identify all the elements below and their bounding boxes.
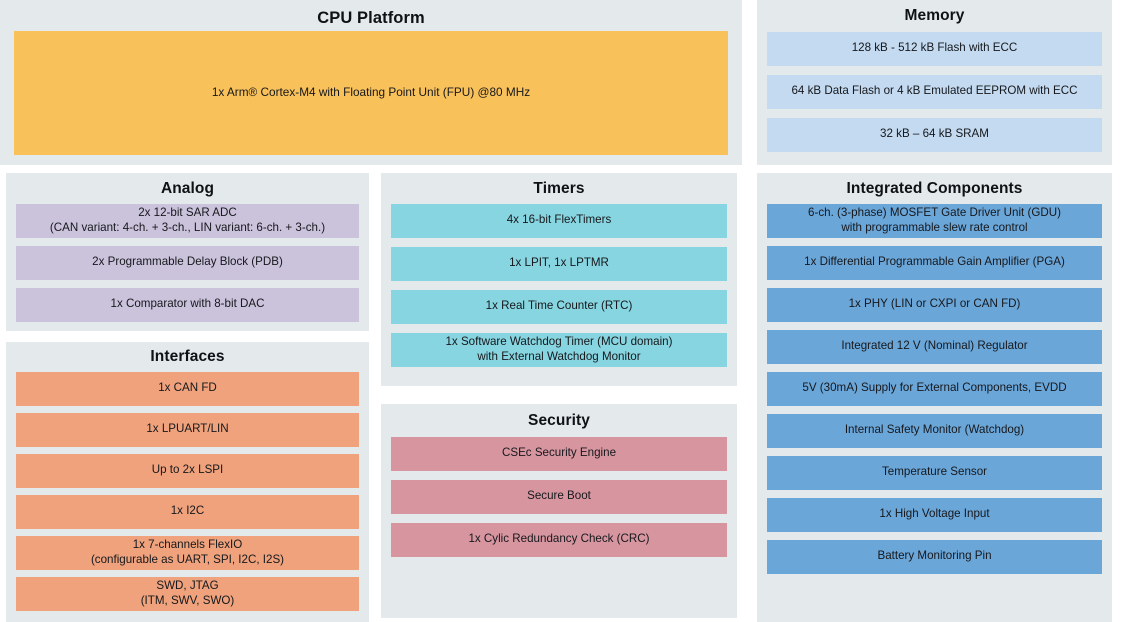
block-line: Integrated 12 V (Nominal) Regulator [841, 339, 1028, 353]
block-line: with External Watchdog Monitor [477, 349, 641, 363]
block-line: 6-ch. (3-phase) MOSFET Gate Driver Unit … [808, 206, 1061, 220]
block-line: with programmable slew rate control [841, 220, 1028, 234]
block-memory-sram: 32 kB – 64 kB SRAM [767, 117, 1102, 152]
block-cpu-core: 1x Arm® Cortex-M4 with Floating Point Un… [14, 31, 728, 155]
panel-title-analog: Analog [160, 180, 215, 197]
panel-cpu-platform: CPU Platform 1x Arm® Cortex-M4 with Floa… [0, 0, 742, 165]
block-line: 1x Arm® Cortex-M4 with [211, 85, 340, 100]
block-line: Temperature Sensor [881, 465, 988, 479]
security-block-list: CSEc Security Engine Secure Boot 1x Cyli… [391, 436, 727, 557]
block-text: 1x 7-channels FlexIO (configurable as UA… [91, 538, 284, 566]
block-line: 1x 7-channels FlexIO [132, 538, 243, 552]
panel-title-memory: Memory [904, 7, 965, 24]
panel-interfaces: Interfaces 1x CAN FD 1x LPUART/LIN Up to… [6, 342, 369, 622]
block-line: 1x Cylic Redundancy Check (CRC) [468, 532, 650, 546]
block-line: 4x 16-bit FlexTimers [506, 213, 612, 227]
block-text: 6-ch. (3-phase) MOSFET Gate Driver Unit … [808, 206, 1061, 234]
block-line: 2x 12-bit SAR ADC [138, 206, 237, 220]
block-line: Internal Safety Monitor (Watchdog) [844, 423, 1025, 437]
block-line: SWD, JTAG [156, 579, 219, 593]
block-line: (configurable as UART, SPI, I2C, I2S) [90, 552, 285, 566]
interfaces-block-list: 1x CAN FD 1x LPUART/LIN Up to 2x LSPI 1x… [16, 371, 359, 611]
analog-block-list: 2x 12-bit SAR ADC (CAN variant: 4-ch. + … [16, 203, 359, 322]
block-integrated-gdu: 6-ch. (3-phase) MOSFET Gate Driver Unit … [767, 203, 1102, 238]
block-line: 1x CAN FD [158, 381, 217, 395]
block-analog-comparator-dac: 1x Comparator with 8-bit DAC [16, 287, 359, 322]
block-line: 1x LPUART/LIN [146, 422, 229, 436]
block-interface-i2c: 1x I2C [16, 494, 359, 529]
block-line: 32 kB – 64 kB SRAM [880, 127, 989, 141]
block-integrated-regulator: Integrated 12 V (Nominal) Regulator [767, 329, 1102, 364]
block-line: Up to 2x LSPI [151, 463, 224, 477]
panel-title-security: Security [528, 412, 590, 429]
block-integrated-battery-monitoring-pin: Battery Monitoring Pin [767, 539, 1102, 574]
panel-title-interfaces: Interfaces [150, 348, 225, 365]
block-memory-flash: 128 kB - 512 kB Flash with ECC [767, 31, 1102, 66]
panel-integrated-components: Integrated Components 6-ch. (3-phase) MO… [757, 173, 1112, 622]
block-line: 64 kB Data Flash or 4 kB Emulated EEPROM… [791, 84, 1078, 98]
block-line: (CAN variant: 4-ch. + 3-ch., LIN variant… [49, 220, 326, 234]
block-interface-flexio: 1x 7-channels FlexIO (configurable as UA… [16, 535, 359, 570]
block-timer-rtc: 1x Real Time Counter (RTC) [391, 289, 727, 324]
panel-title-integrated-components: Integrated Components [846, 180, 1023, 197]
panel-timers: Timers 4x 16-bit FlexTimers 1x LPIT, 1x … [381, 173, 737, 386]
block-security-secure-boot: Secure Boot [391, 479, 727, 514]
block-line: 1x PHY (LIN or CXPI or CAN FD) [848, 297, 1021, 311]
panel-analog: Analog 2x 12-bit SAR ADC (CAN variant: 4… [6, 173, 369, 331]
block-line: 1x I2C [170, 504, 205, 518]
block-analog-pdb: 2x Programmable Delay Block (PDB) [16, 245, 359, 280]
panel-memory: Memory 128 kB - 512 kB Flash with ECC 64… [757, 0, 1112, 165]
block-interface-lspi: Up to 2x LSPI [16, 453, 359, 488]
block-interface-can-fd: 1x CAN FD [16, 371, 359, 406]
block-cpu-core-text: 1x Arm® Cortex-M4 with Floating Point Un… [212, 85, 530, 100]
block-integrated-evdd-supply: 5V (30mA) Supply for External Components… [767, 371, 1102, 406]
block-text: SWD, JTAG (ITM, SWV, SWO) [141, 579, 235, 607]
block-timer-watchdog: 1x Software Watchdog Timer (MCU domain) … [391, 332, 727, 367]
block-integrated-pga: 1x Differential Programmable Gain Amplif… [767, 245, 1102, 280]
block-line: 1x Software Watchdog Timer (MCU domain) [445, 335, 673, 349]
block-timer-lpit-lptmr: 1x LPIT, 1x LPTMR [391, 246, 727, 281]
block-line: 2x Programmable Delay Block (PDB) [92, 255, 283, 269]
block-timer-flextimers: 4x 16-bit FlexTimers [391, 203, 727, 238]
block-line: 1x Comparator with 8-bit DAC [110, 297, 265, 311]
block-line: Battery Monitoring Pin [877, 549, 992, 563]
panel-title-timers: Timers [533, 180, 585, 197]
block-integrated-high-voltage-input: 1x High Voltage Input [767, 497, 1102, 532]
integrated-block-list: 6-ch. (3-phase) MOSFET Gate Driver Unit … [767, 203, 1102, 574]
block-line: CSEc Security Engine [501, 446, 617, 460]
block-line: Floating Point Unit (FPU) @80 MHz [343, 85, 531, 100]
block-interface-lpuart-lin: 1x LPUART/LIN [16, 412, 359, 447]
block-memory-data-flash-eeprom: 64 kB Data Flash or 4 kB Emulated EEPROM… [767, 74, 1102, 109]
block-text: 2x 12-bit SAR ADC (CAN variant: 4-ch. + … [50, 206, 325, 234]
block-line: 1x Differential Programmable Gain Amplif… [804, 255, 1065, 269]
block-security-csec-engine: CSEc Security Engine [391, 436, 727, 471]
panel-title-cpu-platform: CPU Platform [317, 9, 425, 27]
timers-block-list: 4x 16-bit FlexTimers 1x LPIT, 1x LPTMR 1… [391, 203, 727, 367]
block-line: 1x LPIT, 1x LPTMR [509, 256, 609, 270]
memory-block-list: 128 kB - 512 kB Flash with ECC 64 kB Dat… [767, 31, 1102, 152]
block-integrated-temperature-sensor: Temperature Sensor [767, 455, 1102, 490]
block-line: (ITM, SWV, SWO) [140, 593, 235, 607]
block-line: 1x High Voltage Input [879, 507, 990, 521]
block-line: 5V (30mA) Supply for External Components… [802, 381, 1067, 395]
block-integrated-phy: 1x PHY (LIN or CXPI or CAN FD) [767, 287, 1102, 322]
block-line: 128 kB - 512 kB Flash with ECC [851, 41, 1018, 55]
block-line: Secure Boot [527, 489, 591, 503]
panel-security: Security CSEc Security Engine Secure Boo… [381, 404, 737, 618]
block-integrated-safety-monitor: Internal Safety Monitor (Watchdog) [767, 413, 1102, 448]
block-line: 1x Real Time Counter (RTC) [485, 299, 633, 313]
block-interface-swd-jtag: SWD, JTAG (ITM, SWV, SWO) [16, 576, 359, 611]
block-security-crc: 1x Cylic Redundancy Check (CRC) [391, 522, 727, 557]
block-analog-sar-adc: 2x 12-bit SAR ADC (CAN variant: 4-ch. + … [16, 203, 359, 238]
block-text: 1x Software Watchdog Timer (MCU domain) … [445, 335, 672, 363]
